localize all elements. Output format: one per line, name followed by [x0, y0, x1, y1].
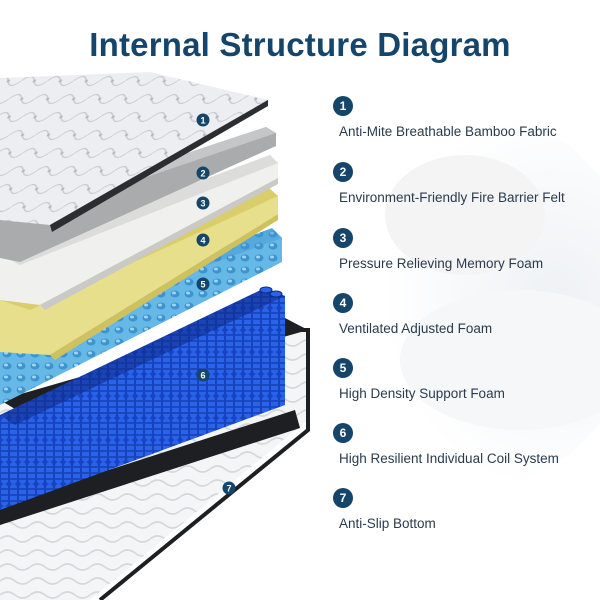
- layer-marker-7: 7: [222, 481, 236, 495]
- legend-label: Environment-Friendly Fire Barrier Felt: [339, 190, 565, 205]
- svg-text:5: 5: [200, 280, 205, 290]
- svg-text:3: 3: [200, 199, 205, 209]
- legend-label: Pressure Relieving Memory Foam: [339, 256, 544, 271]
- svg-text:4: 4: [200, 236, 205, 246]
- page-title: Internal Structure Diagram: [89, 26, 511, 63]
- legend-number-badge: 1: [333, 96, 353, 116]
- legend-label: Ventilated Adjusted Foam: [339, 321, 493, 336]
- layer-marker-6: 6: [196, 368, 210, 382]
- legend-label: High Resilient Individual Coil System: [339, 451, 559, 466]
- legend-number-badge: 6: [333, 423, 353, 443]
- legend-number-badge: 5: [333, 358, 353, 378]
- layer-marker-5: 5: [196, 277, 210, 291]
- layer-6-coils: [0, 286, 285, 510]
- legend-number-badge: 4: [333, 293, 353, 313]
- legend-label: Anti-Slip Bottom: [339, 516, 436, 531]
- legend-number-badge: 2: [333, 162, 353, 182]
- layer-marker-4: 4: [196, 233, 210, 247]
- legend-label: High Density Support Foam: [339, 386, 505, 401]
- layer-marker-1: 1: [196, 113, 210, 127]
- layer-marker-2: 2: [196, 166, 210, 180]
- legend-number-badge: 7: [333, 488, 353, 508]
- legend-label: Anti-Mite Breathable Bamboo Fabric: [339, 124, 557, 139]
- layer-marker-3: 3: [196, 196, 210, 210]
- svg-text:1: 1: [200, 116, 205, 126]
- svg-text:2: 2: [200, 169, 205, 179]
- svg-text:7: 7: [226, 484, 231, 494]
- legend-number-badge: 3: [333, 228, 353, 248]
- svg-text:6: 6: [200, 371, 205, 381]
- layer-1-fabric: [0, 72, 268, 232]
